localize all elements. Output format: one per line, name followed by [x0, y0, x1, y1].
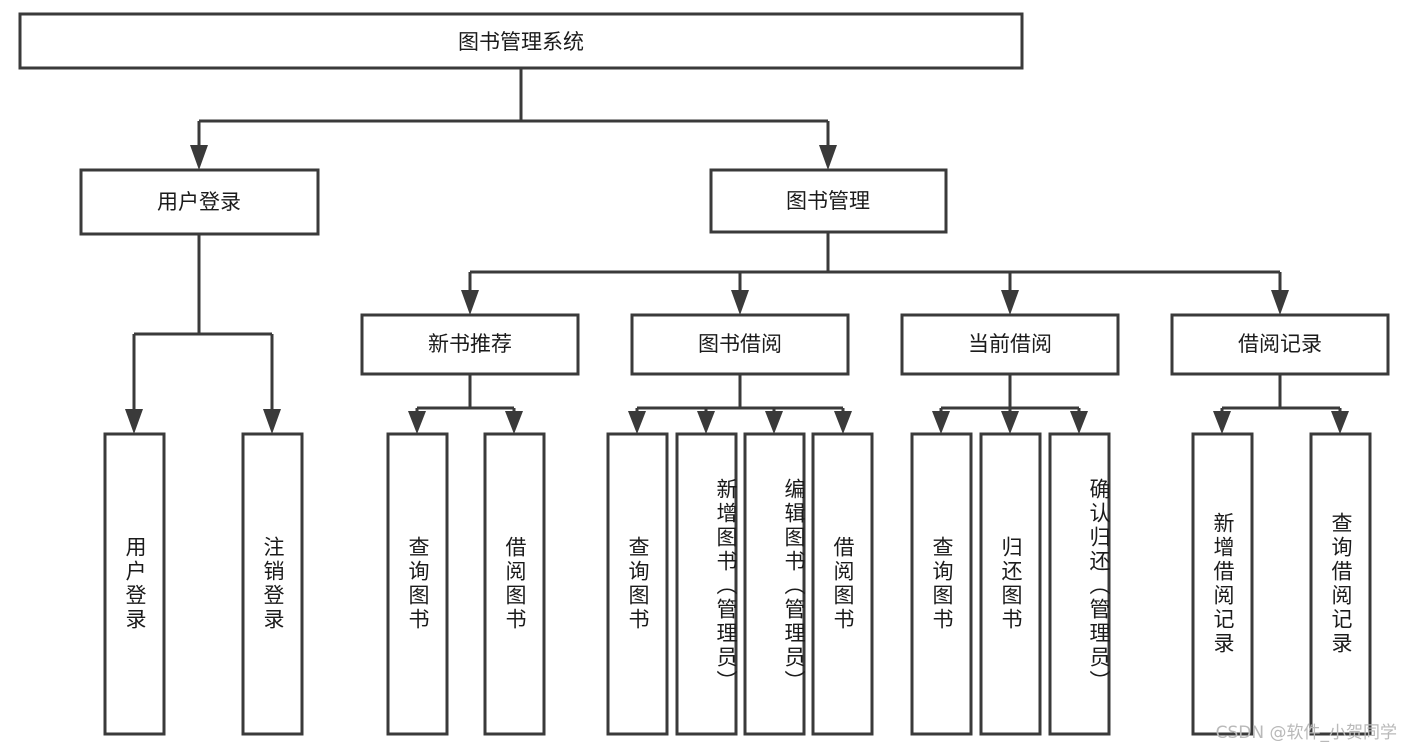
leaf-borrow-book-2-box[interactable]: [811, 432, 874, 736]
node-current-borrow-box[interactable]: [900, 313, 1120, 376]
node-book-manage[interactable]: 图书管理: [709, 168, 948, 234]
node-user-login-box[interactable]: [79, 168, 320, 236]
node-user-login-label: 用户登录: [157, 190, 241, 214]
arrow-book-manage-to-book-borrow: [731, 290, 749, 315]
arrow-book-borrow-to-leaf-edit-book: [765, 411, 783, 434]
node-borrow-record[interactable]: 借阅记录: [1170, 313, 1390, 376]
node-root[interactable]: 图书管理系统: [18, 12, 1024, 70]
arrow-book-manage-to-borrow-record: [1271, 290, 1289, 315]
node-book-borrow-box[interactable]: [630, 313, 850, 376]
node-borrow-record-box[interactable]: [1170, 313, 1390, 376]
node-new-book-recommend-label: 新书推荐: [428, 332, 512, 356]
node-current-borrow-label: 当前借阅: [968, 332, 1052, 356]
leaf-query-book-2-box[interactable]: [606, 432, 669, 736]
arrow-book-manage-to-new-book-recommend: [461, 290, 479, 315]
node-borrow-record-label: 借阅记录: [1238, 332, 1322, 356]
leaf-edit-book-box[interactable]: [743, 432, 806, 736]
leaf-add-record-box[interactable]: [1191, 432, 1254, 736]
connector-group-new-book-recommend: [408, 374, 523, 434]
node-root-label: 图书管理系统: [458, 30, 584, 54]
arrow-book-borrow-to-leaf-borrow-book-2: [834, 411, 852, 434]
arrow-current-borrow-to-leaf-return-book: [1001, 411, 1019, 434]
node-new-book-recommend-box[interactable]: [360, 313, 580, 376]
arrow-current-borrow-to-leaf-confirm-return: [1070, 411, 1088, 434]
arrow-user-login-to-leaf-user-login: [125, 409, 143, 434]
arrow-root-to-user-login: [190, 145, 208, 170]
leaf-query-book-1-box[interactable]: [386, 432, 449, 736]
arrow-book-manage-to-current-borrow: [1001, 290, 1019, 315]
arrow-borrow-record-to-leaf-query-record: [1331, 411, 1349, 434]
leaf-confirm-return-box[interactable]: [1048, 432, 1111, 736]
arrow-root-to-book-manage: [819, 145, 837, 170]
connector-group-root: [190, 68, 837, 170]
leaf-user-login-box[interactable]: [103, 432, 166, 736]
node-book-manage-label: 图书管理: [786, 189, 870, 213]
arrow-current-borrow-to-leaf-query-book-3: [932, 411, 950, 434]
arrow-new-book-recommend-to-leaf-borrow-book-1: [505, 411, 523, 434]
node-root-box[interactable]: [18, 12, 1024, 70]
leaf-return-book-box[interactable]: [979, 432, 1042, 736]
leaf-add-book-box[interactable]: [675, 432, 738, 736]
connector-group-book-borrow: [628, 374, 852, 434]
node-book-manage-box[interactable]: [709, 168, 948, 234]
connector-group-current-borrow: [932, 374, 1088, 434]
connector-group-book-manage: [461, 232, 1289, 315]
node-current-borrow[interactable]: 当前借阅: [900, 313, 1120, 376]
leaf-logout-login-box[interactable]: [241, 432, 304, 736]
arrow-book-borrow-to-leaf-add-book: [697, 411, 715, 434]
node-book-borrow-label: 图书借阅: [698, 332, 782, 356]
leaf-query-record-box[interactable]: [1309, 432, 1372, 736]
leaf-boxes: [103, 432, 1372, 736]
leaf-borrow-book-1-box[interactable]: [483, 432, 546, 736]
arrow-book-borrow-to-leaf-query-book-2: [628, 411, 646, 434]
connector-group-borrow-record: [1213, 374, 1349, 434]
arrow-user-login-to-leaf-logout-login: [263, 409, 281, 434]
node-user-login[interactable]: 用户登录: [79, 168, 320, 236]
arrow-borrow-record-to-leaf-add-record: [1213, 411, 1231, 434]
node-new-book-recommend[interactable]: 新书推荐: [360, 313, 580, 376]
arrow-new-book-recommend-to-leaf-query-book-1: [408, 411, 426, 434]
connector-group-user-login: [125, 234, 281, 434]
leaf-query-book-3-box[interactable]: [910, 432, 973, 736]
node-book-borrow[interactable]: 图书借阅: [630, 313, 850, 376]
